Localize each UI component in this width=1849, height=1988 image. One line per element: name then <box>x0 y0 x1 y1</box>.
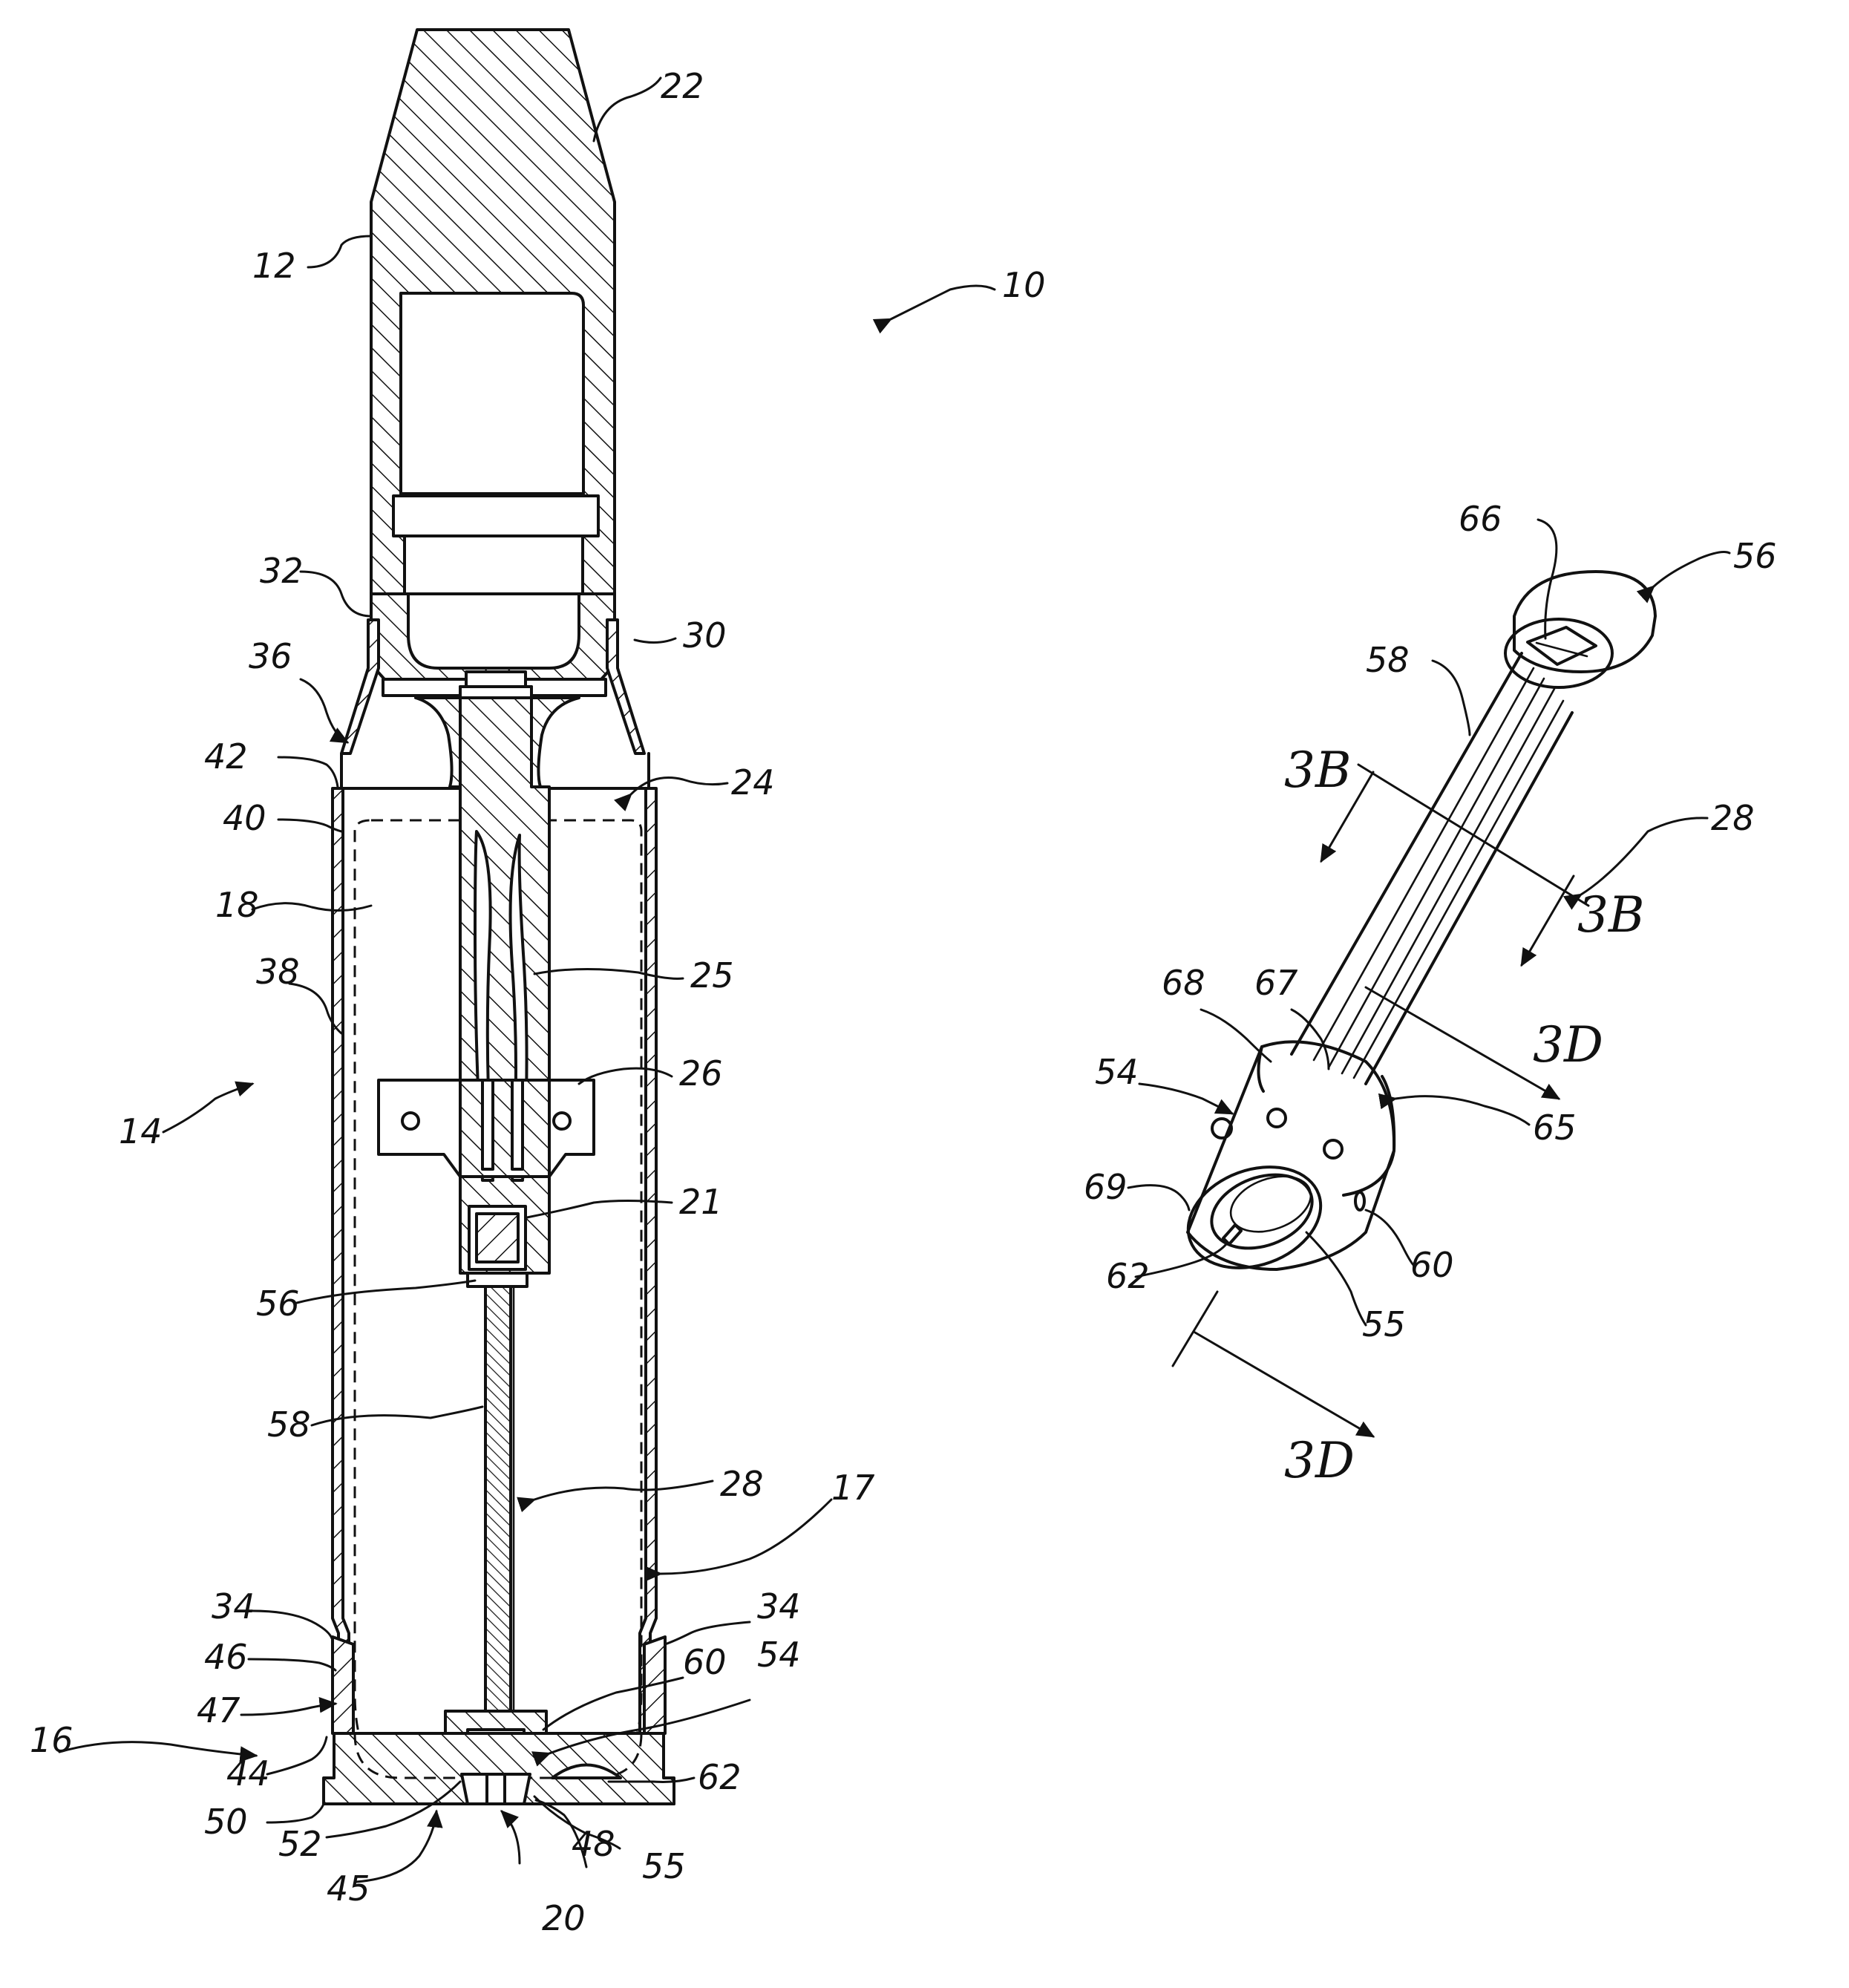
ref-55b: 55 <box>1362 1304 1406 1344</box>
section-arrow-3b-right <box>1522 876 1574 965</box>
rod-head-56 <box>468 1273 527 1286</box>
detail-hole-c <box>1324 1140 1342 1158</box>
detail-hole-60 <box>1355 1192 1364 1210</box>
ref-34a: 34 <box>212 1586 255 1626</box>
striker-head-slot <box>460 687 531 698</box>
sec-3d-lower: 3D <box>1284 1432 1355 1489</box>
detail-collar-ring-69 <box>1174 1149 1335 1285</box>
ref-62b: 62 <box>1106 1256 1150 1296</box>
ref-69: 69 <box>1084 1167 1128 1207</box>
ref-30: 30 <box>683 615 727 655</box>
ref-60a: 60 <box>683 1642 727 1682</box>
ref-65: 65 <box>1533 1108 1577 1148</box>
striker-over-bracket <box>460 1080 549 1177</box>
striker-flute-left-lower <box>482 1080 493 1169</box>
reference-labels: 22 12 10 32 30 36 42 24 40 18 38 25 26 1… <box>30 66 1777 1938</box>
ref-60b: 60 <box>1410 1245 1454 1285</box>
striker-flute-right-lower <box>512 1080 523 1169</box>
ref-44: 44 <box>226 1753 270 1794</box>
sec-3b-left: 3B <box>1284 742 1352 799</box>
ref-68: 68 <box>1162 963 1205 1003</box>
detail-rod-shaft <box>1292 653 1572 1084</box>
detail-hole-b <box>1268 1109 1286 1127</box>
ref-14: 14 <box>119 1111 163 1151</box>
cavity-band <box>393 496 598 536</box>
ref-28a: 28 <box>720 1464 764 1504</box>
ref-25: 25 <box>690 955 734 995</box>
ref-42: 42 <box>204 736 248 776</box>
section-tick-3d-lower <box>1173 1292 1217 1366</box>
ref-50: 50 <box>204 1802 248 1842</box>
cartridge-section-view <box>324 30 674 1804</box>
ref-34b: 34 <box>757 1586 801 1626</box>
ref-67: 67 <box>1254 963 1298 1003</box>
case-wall-left <box>333 788 349 1733</box>
section-line-3d-lower <box>1195 1333 1373 1436</box>
ref-20: 20 <box>542 1898 586 1938</box>
ref-24: 24 <box>731 762 775 802</box>
cap-21-inner <box>477 1214 518 1262</box>
ref-48: 48 <box>572 1824 615 1864</box>
ref-26: 26 <box>679 1053 723 1093</box>
detail-rod-facet-2 <box>1329 679 1544 1067</box>
ref-45: 45 <box>327 1868 370 1909</box>
ref-38: 38 <box>256 952 300 992</box>
ref-66: 66 <box>1459 499 1502 539</box>
ref-55a: 55 <box>642 1846 686 1886</box>
sec-3b-right: 3B <box>1577 886 1645 944</box>
leader-lines <box>59 78 1729 1882</box>
ref-22: 22 <box>661 66 704 106</box>
case-neck-left <box>341 620 379 753</box>
detail-head-square-66 <box>1528 627 1596 664</box>
projectile-cavity <box>401 293 583 494</box>
ref-56b: 56 <box>1733 536 1777 576</box>
ref-62a: 62 <box>698 1757 742 1797</box>
ref-54b: 54 <box>1095 1052 1139 1092</box>
detail-rod-facet-1 <box>1314 668 1534 1060</box>
section-line-3d <box>1366 987 1559 1099</box>
ref-32: 32 <box>260 551 304 591</box>
detail-pin-62 <box>1223 1225 1241 1244</box>
bracket-hole-right <box>554 1113 570 1129</box>
cavity-lower <box>405 536 583 595</box>
ref-46: 46 <box>204 1637 248 1677</box>
primer-rod-lower <box>487 1774 505 1804</box>
ref-40: 40 <box>223 798 266 838</box>
ref-58b: 58 <box>1366 640 1410 680</box>
ref-54a: 54 <box>757 1635 801 1675</box>
ref-21: 21 <box>679 1182 723 1222</box>
bracket-hole-left <box>402 1113 419 1129</box>
ref-56a: 56 <box>256 1284 300 1324</box>
base-ring-left <box>333 1637 353 1733</box>
rod-58 <box>485 1286 511 1717</box>
ref-58a: 58 <box>267 1405 311 1445</box>
ref-36: 36 <box>249 636 292 676</box>
fuze-pocket <box>408 594 579 668</box>
ref-18: 18 <box>215 885 259 925</box>
ref-17: 17 <box>831 1468 875 1508</box>
section-line-3b <box>1358 765 1588 906</box>
ref-12: 12 <box>252 246 296 286</box>
ref-28b: 28 <box>1711 798 1755 838</box>
ref-10: 10 <box>1002 265 1046 305</box>
sec-3d-upper: 3D <box>1533 1016 1603 1073</box>
detail-rod-facet-3 <box>1342 689 1554 1073</box>
ref-16: 16 <box>30 1720 73 1760</box>
ref-52: 52 <box>278 1824 322 1864</box>
ref-47: 47 <box>197 1690 240 1730</box>
